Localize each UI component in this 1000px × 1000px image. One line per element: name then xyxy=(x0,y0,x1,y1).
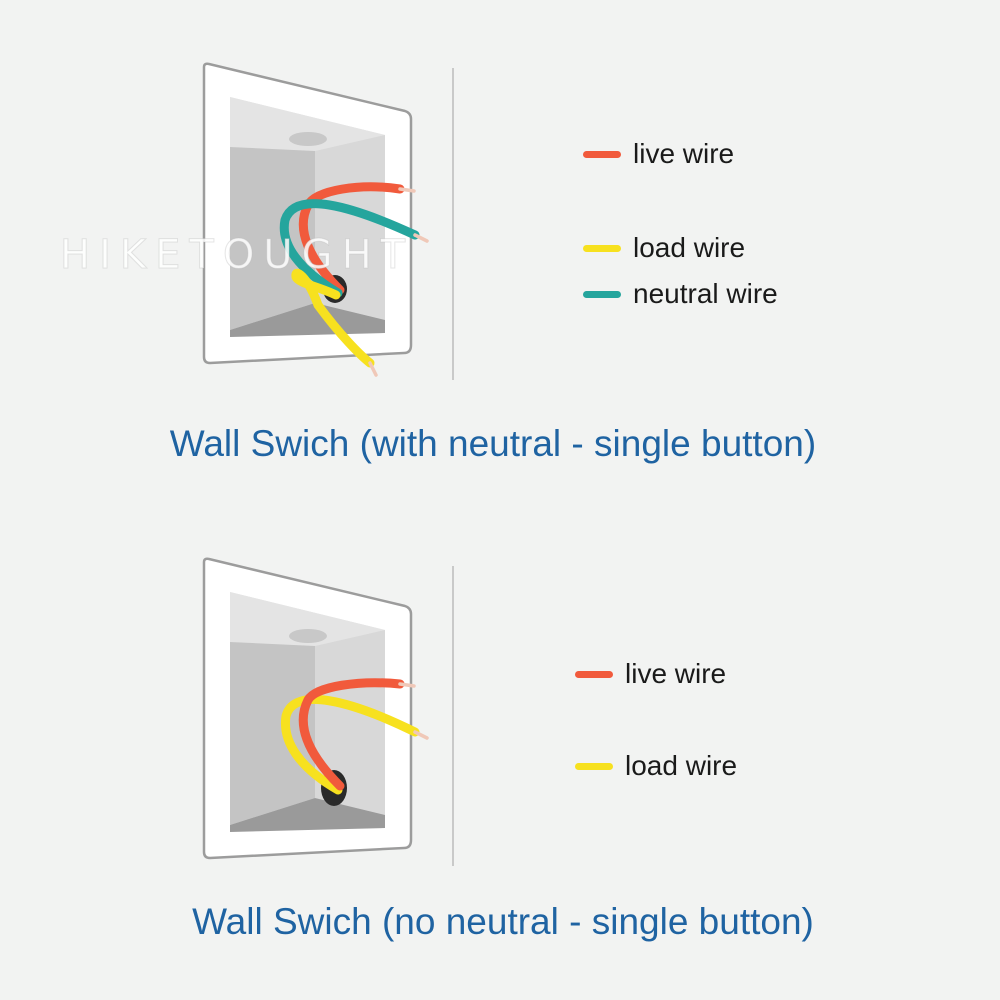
diagram-caption: Wall Swich (with neutral - single button… xyxy=(169,423,817,464)
wall-box-illustration xyxy=(202,62,429,377)
diagram-no-neutral: live wire load wire Wall Swich (no neutr… xyxy=(0,500,1000,1000)
legend-label: neutral wire xyxy=(633,278,778,309)
load-wire-swatch xyxy=(583,244,621,252)
diagram-caption: Wall Swich (no neutral - single button) xyxy=(192,901,814,942)
legend-item-live: live wire xyxy=(583,140,734,168)
watermark: HIKETOUGHT xyxy=(59,232,415,279)
diagram-with-neutral: HIKETOUGHT live wire load wire neutral w… xyxy=(59,62,817,464)
legend-item-load: load wire xyxy=(575,752,737,780)
live-wire-swatch xyxy=(575,670,613,678)
neutral-wire-swatch xyxy=(583,290,621,298)
legend-item-live: live wire xyxy=(575,660,726,688)
legend-label: live wire xyxy=(625,658,727,689)
legend-item-neutral: neutral wire xyxy=(583,280,778,308)
load-wire-swatch xyxy=(575,762,613,770)
legend-label: load wire xyxy=(633,232,746,263)
divider-line xyxy=(452,68,454,380)
wall-box-illustration xyxy=(202,557,429,860)
divider-line xyxy=(452,566,454,866)
live-wire-swatch xyxy=(583,150,621,158)
legend-label: load wire xyxy=(625,750,738,781)
legend-label: live wire xyxy=(633,138,735,169)
legend-item-load: load wire xyxy=(583,234,745,262)
